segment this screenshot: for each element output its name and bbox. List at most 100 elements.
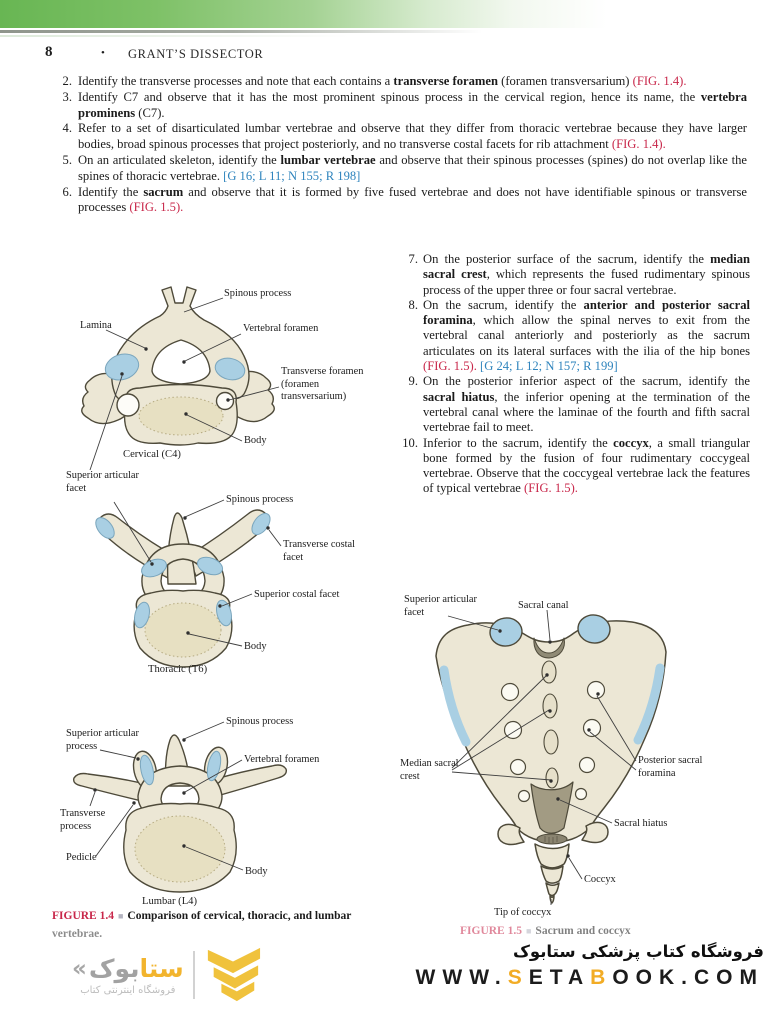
item-text: On the posterior surface of the sacrum, … xyxy=(423,252,750,297)
thoracic-left-superior-articular-facet xyxy=(141,558,167,578)
item-text: Identify the sacrum and observe that it … xyxy=(78,184,747,215)
item-text: On the posterior inferior aspect of the … xyxy=(423,374,750,435)
sacral-canal-opening xyxy=(533,637,565,659)
right-cornu xyxy=(581,821,609,844)
cervical-body-texture xyxy=(138,396,224,436)
instruction-item-6: 6. Identify the sacrum and observe that … xyxy=(55,185,747,217)
figure-1-5-leader-dots xyxy=(498,629,600,858)
coccyx-segment-1 xyxy=(534,843,570,869)
figure-1-4-leader-dots xyxy=(93,347,270,848)
figure-1-5-caption-text: Sacrum and coccyx xyxy=(535,925,631,937)
label-sacral-hiatus: Sacral hiatus xyxy=(614,818,668,829)
instruction-item-5: 5. On an articulated skeleton, identify … xyxy=(55,153,747,185)
label-thoracic-spinous-process: Spinous process xyxy=(226,494,294,505)
instruction-list-top: 2. Identify the transverse processes and… xyxy=(55,74,747,216)
item-number: 2. xyxy=(62,74,72,88)
label-thoracic-transverse-costal-facet: Transverse costal facet xyxy=(283,539,356,563)
sacrum-blue-facets xyxy=(439,614,665,747)
cervical-c4-illustration xyxy=(81,286,275,446)
cervical-right-articular-facet xyxy=(214,357,246,381)
crest-tubercle-1 xyxy=(541,660,557,684)
header-bullet: • xyxy=(101,47,105,59)
footer-store-info: فروشگاه کتاب پزشکی ستابوک WWW.SETABOOK.C… xyxy=(416,942,764,990)
figure-1-5-number: FIGURE 1.5 xyxy=(460,925,522,937)
label-thoracic-superior-costal-facet: Superior costal facet xyxy=(254,589,340,600)
instruction-item-8: 8. On the sacrum, identify the anterior … xyxy=(398,298,750,374)
sacrum-drawing xyxy=(435,609,667,905)
lumbar-left-articular-facet xyxy=(139,754,155,786)
figure-1-4-number: FIGURE 1.4 xyxy=(52,910,114,922)
lumbar-l4-illustration xyxy=(72,734,288,893)
coccyx-segment-2 xyxy=(540,865,564,884)
label-sacrum-superior-articular-facet: Superior articular facet xyxy=(404,594,477,618)
label-cervical-body: Body xyxy=(244,435,267,446)
figure-1-4-caption-line2: vertebrae. xyxy=(52,928,103,940)
thoracic-t6-illustration xyxy=(95,509,271,668)
crest-tubercle-4 xyxy=(545,767,559,789)
figure-1-4-caption-text: Comparison of cervical, thoracic, and lu… xyxy=(127,910,352,922)
left-auricular-surface xyxy=(439,665,471,747)
caption-thoracic-t6: Thoracic (T6) xyxy=(148,664,208,675)
label-lumbar-spinous-process: Spinous process xyxy=(226,716,294,727)
lumbar-body-texture xyxy=(134,815,226,883)
cervical-left-articular-facet xyxy=(104,353,140,381)
thoracic-left-superior-costal-facet xyxy=(134,601,150,629)
label-tip-of-coccyx: Tip of coccyx xyxy=(494,907,552,918)
lumbar-left-transverse-process xyxy=(72,772,155,804)
figure-1-4-vertebrae-illustration: Spinous process Lamina Vertebral foramen… xyxy=(38,278,395,940)
store-persian-title: فروشگاه کتاب پزشکی ستابوک xyxy=(513,942,764,961)
cervical-arch xyxy=(111,286,250,402)
logo-brand-text: ستابوک xyxy=(88,954,184,983)
label-sacral-canal: Sacral canal xyxy=(518,600,569,611)
item-number: 10. xyxy=(402,435,418,450)
vertebrae-drawing xyxy=(72,286,288,893)
left-cornu xyxy=(497,823,525,846)
instruction-item-4: 4. Refer to a set of disarticulated lumb… xyxy=(55,121,747,153)
sacral-hiatus-shape xyxy=(530,781,574,834)
figure-1-4-leader-lines xyxy=(89,297,282,871)
label-cervical-lamina: Lamina xyxy=(80,320,112,331)
figure-1-5-leader-lines xyxy=(447,609,637,905)
lumbar-right-transverse-process xyxy=(205,764,288,799)
footer-banner: « ستابوک فروشگاه اینترنتی کتاب فروشگاه ک… xyxy=(0,938,778,1010)
guillemet-icon: « xyxy=(72,955,87,982)
label-lumbar-vertebral-foramen: Vertebral foramen xyxy=(244,754,320,765)
instruction-item-3: 3. Identify C7 and observe that it has t… xyxy=(55,90,747,122)
item-number: 9. xyxy=(408,374,418,389)
item-text: Identify C7 and observe that it has the … xyxy=(78,89,747,120)
item-text: Inferior to the sacrum, identify the coc… xyxy=(423,435,750,496)
chevron-logo-icon xyxy=(207,947,260,1002)
book-title: GRANT’S DISSECTOR xyxy=(128,47,264,61)
crest-tubercle-3 xyxy=(543,729,559,755)
label-cervical-spinous-process: Spinous process xyxy=(224,288,292,299)
banner-divider-line-faint xyxy=(0,35,778,37)
logo-divider xyxy=(192,951,195,999)
hiatus-hatching xyxy=(544,836,558,843)
left-superior-articular-facet xyxy=(489,617,523,647)
figure-1-4-caption: FIGURE 1.4■Comparison of cervical, thora… xyxy=(52,910,351,922)
posterior-sacral-foramina-holes xyxy=(500,680,606,803)
item-text: Identify the transverse processes and no… xyxy=(78,74,687,88)
page-number: 8 xyxy=(45,44,53,60)
store-website-url: WWW.SETABOOK.COM xyxy=(415,966,764,989)
item-number: 6. xyxy=(62,184,72,199)
item-number: 7. xyxy=(408,252,418,266)
caption-square-icon: ■ xyxy=(525,926,532,936)
logo-wordmark-block: « ستابوک فروشگاه اینترنتی کتاب xyxy=(72,954,184,996)
top-green-banner xyxy=(0,0,778,28)
thoracic-body-texture xyxy=(144,602,222,658)
right-superior-articular-facet xyxy=(577,614,611,644)
label-thoracic-body: Body xyxy=(244,641,267,652)
crest-tubercle-2 xyxy=(542,693,558,719)
instruction-item-2: 2. Identify the transverse processes and… xyxy=(55,74,747,90)
cervical-left-transverse-foramen xyxy=(116,393,140,417)
thoracic-left-costal-facet-tip xyxy=(95,517,115,539)
label-lumbar-pedicle: Pedicle xyxy=(66,852,97,863)
banner-divider-line xyxy=(0,30,778,33)
label-posterior-sacral-foramina: Posterior sacral foramina xyxy=(638,755,703,779)
right-auricular-surface xyxy=(633,663,665,745)
caption-square-icon: ■ xyxy=(117,911,124,921)
item-number: 4. xyxy=(62,121,72,136)
instruction-item-10: 10. Inferior to the sacrum, identify the… xyxy=(398,436,750,497)
